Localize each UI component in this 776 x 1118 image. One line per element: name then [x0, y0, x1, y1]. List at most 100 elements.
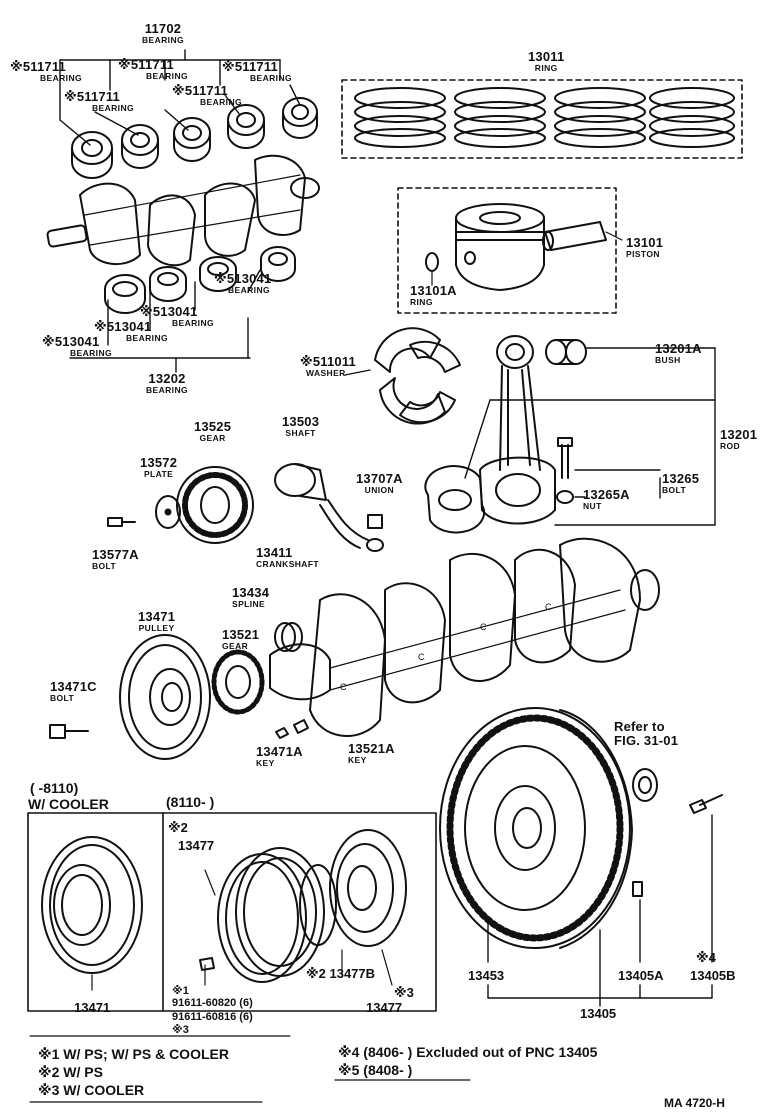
- label-bearing-main: 11702 BEARING: [142, 22, 184, 45]
- part-number: ※511711: [222, 59, 278, 74]
- label-bearing-con: 13202 BEARING: [146, 372, 188, 395]
- part-number: ※513041: [94, 319, 152, 334]
- part-name: PISTON: [626, 248, 660, 259]
- part-name: BEARING: [172, 317, 214, 328]
- label-ring-set: 13011 RING: [528, 50, 564, 73]
- inset-frame: [27, 812, 437, 1012]
- inset-mark-1: ※1: [172, 985, 189, 997]
- label-bearing-c4: ※513041 BEARING: [42, 335, 112, 358]
- part-number: 13101A: [410, 283, 457, 298]
- part-number: 13201: [720, 427, 758, 442]
- part-name: BOLT: [50, 692, 75, 703]
- label-plate-bolt: 13577A BOLT: [92, 548, 139, 571]
- code-91611-60820: 91611-60820 (6): [172, 997, 253, 1009]
- crankshaft-main: C C C C: [269, 537, 660, 737]
- part-number: 13707A: [356, 471, 403, 486]
- label-rod: 13201 ROD: [720, 428, 757, 451]
- lower-bearing-shells: [104, 246, 296, 314]
- part-name: BUSH: [655, 354, 681, 365]
- refer-text: Refer to: [614, 719, 665, 734]
- label-pulley-bolt: 13471C BOLT: [50, 680, 97, 703]
- part-name: GEAR: [222, 640, 249, 651]
- part-number: ※513041: [140, 304, 198, 319]
- oil-pump-gear: [176, 466, 254, 544]
- rod-callout-lines: [464, 347, 716, 526]
- flywheel: [439, 707, 633, 949]
- woodruff-keys: [275, 719, 309, 739]
- snap-ring: [425, 252, 439, 272]
- part-number: 13577A: [92, 547, 139, 562]
- pilot-bearing: [632, 768, 658, 802]
- part-number: 13201A: [655, 341, 702, 356]
- label-bearing-b2: ※511711 BEARING: [118, 58, 188, 81]
- label-flywheel-assembly: 13405: [580, 1006, 617, 1021]
- inset-right-part-top: 13477: [178, 838, 215, 853]
- figure-code: MA 4720-H: [664, 1096, 725, 1110]
- label-pulley: 13471 PULLEY: [138, 610, 175, 633]
- piston: [455, 203, 545, 291]
- pump-shaft: [274, 463, 384, 552]
- legend-note-5: ※5 (8408- ): [338, 1062, 413, 1078]
- upper-bearing-shells: [71, 97, 318, 179]
- refer-figure: FIG. 31-01: [614, 732, 679, 748]
- label-flywheel-pin: 13405A: [618, 968, 664, 983]
- part-number: 13471A: [256, 744, 303, 759]
- rod-bearing-shell: [424, 465, 485, 534]
- piston-pin: [542, 221, 607, 251]
- part-name: BEARING: [146, 384, 188, 395]
- rod-bush: [545, 339, 587, 365]
- part-number: ※511711: [172, 83, 228, 98]
- inset-right-mark-right: ※3: [394, 985, 414, 1000]
- part-name: RING: [534, 62, 558, 73]
- part-number: 13011: [528, 49, 565, 64]
- part-number: 13202: [148, 371, 186, 386]
- label-ring-gear: 13453: [468, 968, 505, 983]
- label-bearing-c2: ※513041 BEARING: [140, 305, 214, 328]
- part-number: ※511711: [64, 89, 120, 104]
- connecting-rod: [479, 335, 556, 525]
- label-bearing-c1: ※513041 BEARING: [214, 272, 271, 295]
- part-name: PULLEY: [138, 622, 175, 633]
- part-number: 13521A: [348, 741, 395, 756]
- legend-note-2: ※2 W/ PS: [38, 1064, 103, 1080]
- part-name: BEARING: [142, 34, 184, 45]
- part-number: 13525: [194, 419, 232, 434]
- part-number: ※511711: [118, 57, 174, 72]
- part-number: ※511711: [10, 59, 66, 74]
- part-name: WASHER: [306, 367, 346, 378]
- rod-bolt: [557, 437, 573, 479]
- label-bearing-c3: ※513041 BEARING: [94, 320, 168, 343]
- union: [367, 514, 383, 529]
- legend-note-4: ※4 (8406- ) Excluded out of PNC 13405: [338, 1044, 598, 1060]
- part-number: 13101: [626, 235, 664, 250]
- inset-right-mark: ※2: [168, 820, 188, 835]
- label-bearing-b4: ※511711 BEARING: [64, 90, 134, 113]
- part-name: BEARING: [146, 70, 188, 81]
- svg-text:C: C: [480, 622, 487, 632]
- inset-left-range: ( -8110): [30, 780, 79, 796]
- part-name: BOLT: [662, 484, 687, 495]
- inset-mark-3: ※3: [172, 1024, 189, 1036]
- label-rod-bolt: 13265 BOLT: [662, 472, 699, 495]
- part-number: 13411: [256, 545, 293, 560]
- part-number: 13265: [662, 471, 700, 486]
- ring-set-box: [341, 79, 743, 159]
- part-name: BOLT: [92, 560, 117, 571]
- part-number: 13503: [282, 414, 320, 429]
- label-washer: ※511011 WASHER: [300, 355, 356, 378]
- part-name: BEARING: [40, 72, 82, 83]
- inset-right-part-right: 13477: [366, 1000, 403, 1015]
- part-number: ※511011: [300, 354, 356, 369]
- part-name: KEY: [348, 754, 367, 765]
- label-bush: 13201A BUSH: [655, 342, 702, 365]
- part-name: UNION: [364, 484, 395, 495]
- plate-bolt: [107, 517, 136, 527]
- piston-ring-sets: [354, 87, 735, 148]
- label-key-b: 13521A KEY: [348, 742, 395, 765]
- label-crankshaft: 13411 CRANKSHAFT: [256, 546, 319, 569]
- label-crank-gear: 13521 GEAR: [222, 628, 259, 651]
- crank-spline: [274, 622, 303, 652]
- label-spline: 13434 SPLINE: [232, 586, 269, 609]
